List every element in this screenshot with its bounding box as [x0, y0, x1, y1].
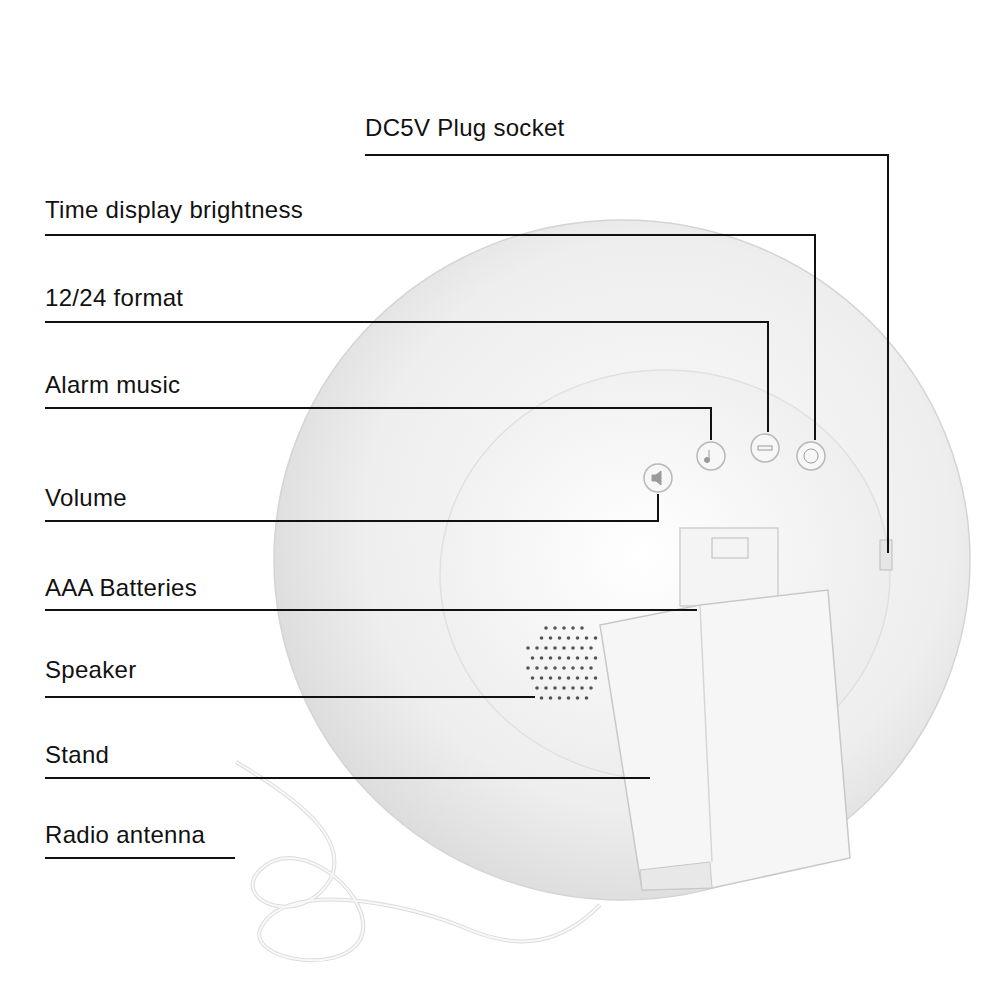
speaker-hole	[562, 626, 566, 630]
part-label: DC5V Plug socket	[365, 114, 565, 142]
speaker-hole	[567, 656, 571, 660]
speaker-hole	[567, 636, 571, 640]
speaker-hole	[580, 666, 584, 670]
stand-edge	[700, 605, 712, 862]
part-label: Speaker	[45, 656, 137, 684]
speaker-hole	[589, 686, 593, 690]
speaker-hole	[562, 646, 566, 650]
speaker-hole	[531, 656, 535, 660]
speaker-hole	[553, 626, 557, 630]
part-label: Volume	[45, 484, 127, 512]
speaker-hole	[585, 636, 589, 640]
part-label: Time display brightness	[45, 196, 303, 224]
part-label: Alarm music	[45, 371, 180, 399]
speaker-hole	[571, 686, 575, 690]
part-label: AAA Batteries	[45, 574, 197, 602]
speaker-hole	[571, 666, 575, 670]
speaker-hole	[562, 686, 566, 690]
speaker-hole	[594, 636, 598, 640]
speaker-hole	[544, 646, 548, 650]
part-label: 12/24 format	[45, 284, 183, 312]
button-icons	[652, 446, 818, 485]
buttons	[644, 434, 825, 492]
speaker-hole	[580, 686, 584, 690]
speaker-hole	[580, 626, 584, 630]
speaker-hole	[558, 676, 562, 680]
speaker-hole	[567, 676, 571, 680]
speaker-hole	[526, 666, 530, 670]
antenna-wire	[236, 762, 600, 960]
speaker-hole	[544, 686, 548, 690]
antenna-wire-highlight	[236, 762, 600, 960]
speaker-hole	[585, 656, 589, 660]
part-label: Radio antenna	[45, 821, 205, 849]
speaker-grille	[526, 626, 597, 700]
part-label: Stand	[45, 741, 109, 769]
speaker-hole	[571, 626, 575, 630]
speaker-hole	[594, 656, 598, 660]
speaker-hole	[558, 696, 562, 700]
speaker-hole	[594, 676, 598, 680]
speaker-hole	[540, 676, 544, 680]
speaker-hole	[558, 656, 562, 660]
speaker-hole	[553, 646, 557, 650]
speaker-hole	[549, 656, 553, 660]
speaker-hole	[553, 686, 557, 690]
speaker-hole	[571, 646, 575, 650]
speaker-hole	[549, 696, 553, 700]
speaker-hole	[531, 676, 535, 680]
speaker-hole	[589, 646, 593, 650]
battery-cover	[680, 528, 778, 606]
speaker-hole	[576, 676, 580, 680]
stand	[600, 590, 850, 890]
speaker-hole	[535, 646, 539, 650]
speaker-hole	[585, 676, 589, 680]
speaker-hole	[580, 646, 584, 650]
speaker-hole	[535, 666, 539, 670]
speaker-hole	[553, 666, 557, 670]
battery-latch	[712, 538, 748, 558]
plug-socket	[880, 540, 892, 570]
speaker-hole	[576, 696, 580, 700]
speaker-hole	[558, 636, 562, 640]
leader-lines	[45, 155, 888, 858]
speaker-hole	[540, 656, 544, 660]
speaker-hole	[540, 696, 544, 700]
speaker-hole	[535, 686, 539, 690]
speaker-hole	[549, 676, 553, 680]
speaker-hole	[549, 636, 553, 640]
speaker-hole	[576, 636, 580, 640]
speaker-hole	[544, 666, 548, 670]
speaker-hole	[562, 666, 566, 670]
speaker-hole	[576, 656, 580, 660]
speaker-hole	[540, 636, 544, 640]
speaker-hole	[526, 646, 530, 650]
speaker-hole	[589, 666, 593, 670]
speaker-hole	[544, 626, 548, 630]
speaker-hole	[585, 696, 589, 700]
stand-foot	[640, 862, 712, 890]
speaker-hole	[567, 696, 571, 700]
